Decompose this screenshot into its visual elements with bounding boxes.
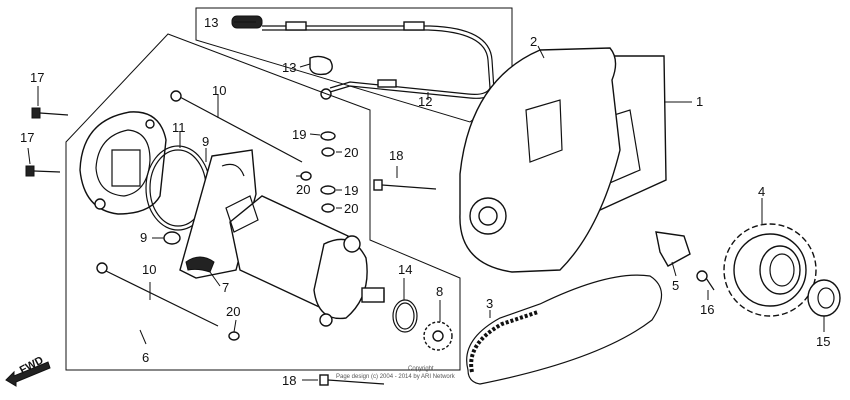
- brush-9: [163, 231, 181, 245]
- callout-7: 7: [222, 280, 229, 295]
- callout-11: 11: [172, 120, 186, 135]
- callout-9-upper: 9: [202, 134, 209, 149]
- long-bolt-lower: [96, 262, 219, 327]
- nut-20-lower: [321, 203, 335, 213]
- nut-20-bottom: [228, 331, 240, 341]
- leader-lines: [27, 21, 825, 381]
- fwd-arrow: FWD: [5, 354, 51, 387]
- callout-12: 12: [418, 94, 432, 109]
- callout-10-lower: 10: [142, 262, 156, 277]
- callout-10-upper: 10: [212, 83, 226, 98]
- drive-sprocket-8: [423, 321, 453, 351]
- callout-18-upper: 18: [389, 148, 403, 163]
- copyright-notice: Copyright Page design (c) 2004 - 2014 by…: [336, 366, 456, 380]
- callout-17-lower: 17: [20, 130, 34, 145]
- callout-19-upper: 19: [292, 127, 306, 142]
- callout-6: 6: [142, 350, 149, 365]
- callout-18-lower: 18: [282, 373, 296, 388]
- drive-chain: [466, 274, 663, 385]
- callout-4: 4: [758, 184, 765, 199]
- starter-group-box: [65, 33, 461, 371]
- callout-labels: 1 2 3 4 5 6 7 8 9 9 10 10 11 12 13 13 14…: [20, 15, 830, 388]
- callout-9-lower: 9: [140, 230, 147, 245]
- copyright-line2: Page design (c) 2004 - 2014 by ARI Netwo…: [336, 374, 456, 380]
- cable-assembly-box: [195, 7, 513, 123]
- gasket-2: [459, 47, 621, 273]
- nut-20-upper: [321, 147, 335, 157]
- callout-20-d: 20: [226, 304, 240, 319]
- callout-1: 1: [696, 94, 703, 109]
- bolt-18-upper: [373, 179, 437, 191]
- long-bolt-upper: [170, 90, 303, 163]
- bracket-5: [655, 231, 691, 267]
- callout-2: 2: [530, 34, 537, 49]
- callout-20-a: 20: [344, 145, 358, 160]
- starter-motor: [225, 195, 385, 327]
- callout-3: 3: [486, 296, 493, 311]
- callout-13-upper: 13: [204, 15, 218, 30]
- callout-8: 8: [436, 284, 443, 299]
- callout-5: 5: [672, 278, 679, 293]
- starter-cover: [79, 111, 167, 215]
- callout-20-c: 20: [344, 201, 358, 216]
- nut-20-mid: [300, 171, 312, 181]
- copyright-line1: Copyright: [408, 366, 434, 372]
- callout-19-lower: 19: [344, 183, 358, 198]
- bolt-17-upper: [31, 107, 69, 119]
- o-ring-14: [392, 299, 418, 333]
- callout-13-lower: 13: [282, 60, 296, 75]
- washer-19-lower: [320, 185, 336, 195]
- washer-19-upper: [320, 131, 336, 141]
- callout-17-upper: 17: [30, 70, 44, 85]
- driven-sprocket-4: [723, 223, 817, 317]
- bolt-16: [696, 270, 715, 291]
- callout-14: 14: [398, 262, 412, 277]
- bolt-17-lower: [25, 165, 61, 177]
- oil-seal-15: [807, 279, 841, 317]
- callout-16: 16: [700, 302, 714, 317]
- callout-20-b: 20: [296, 182, 310, 197]
- bolt-18-lower: [319, 374, 385, 386]
- callout-15: 15: [816, 334, 830, 349]
